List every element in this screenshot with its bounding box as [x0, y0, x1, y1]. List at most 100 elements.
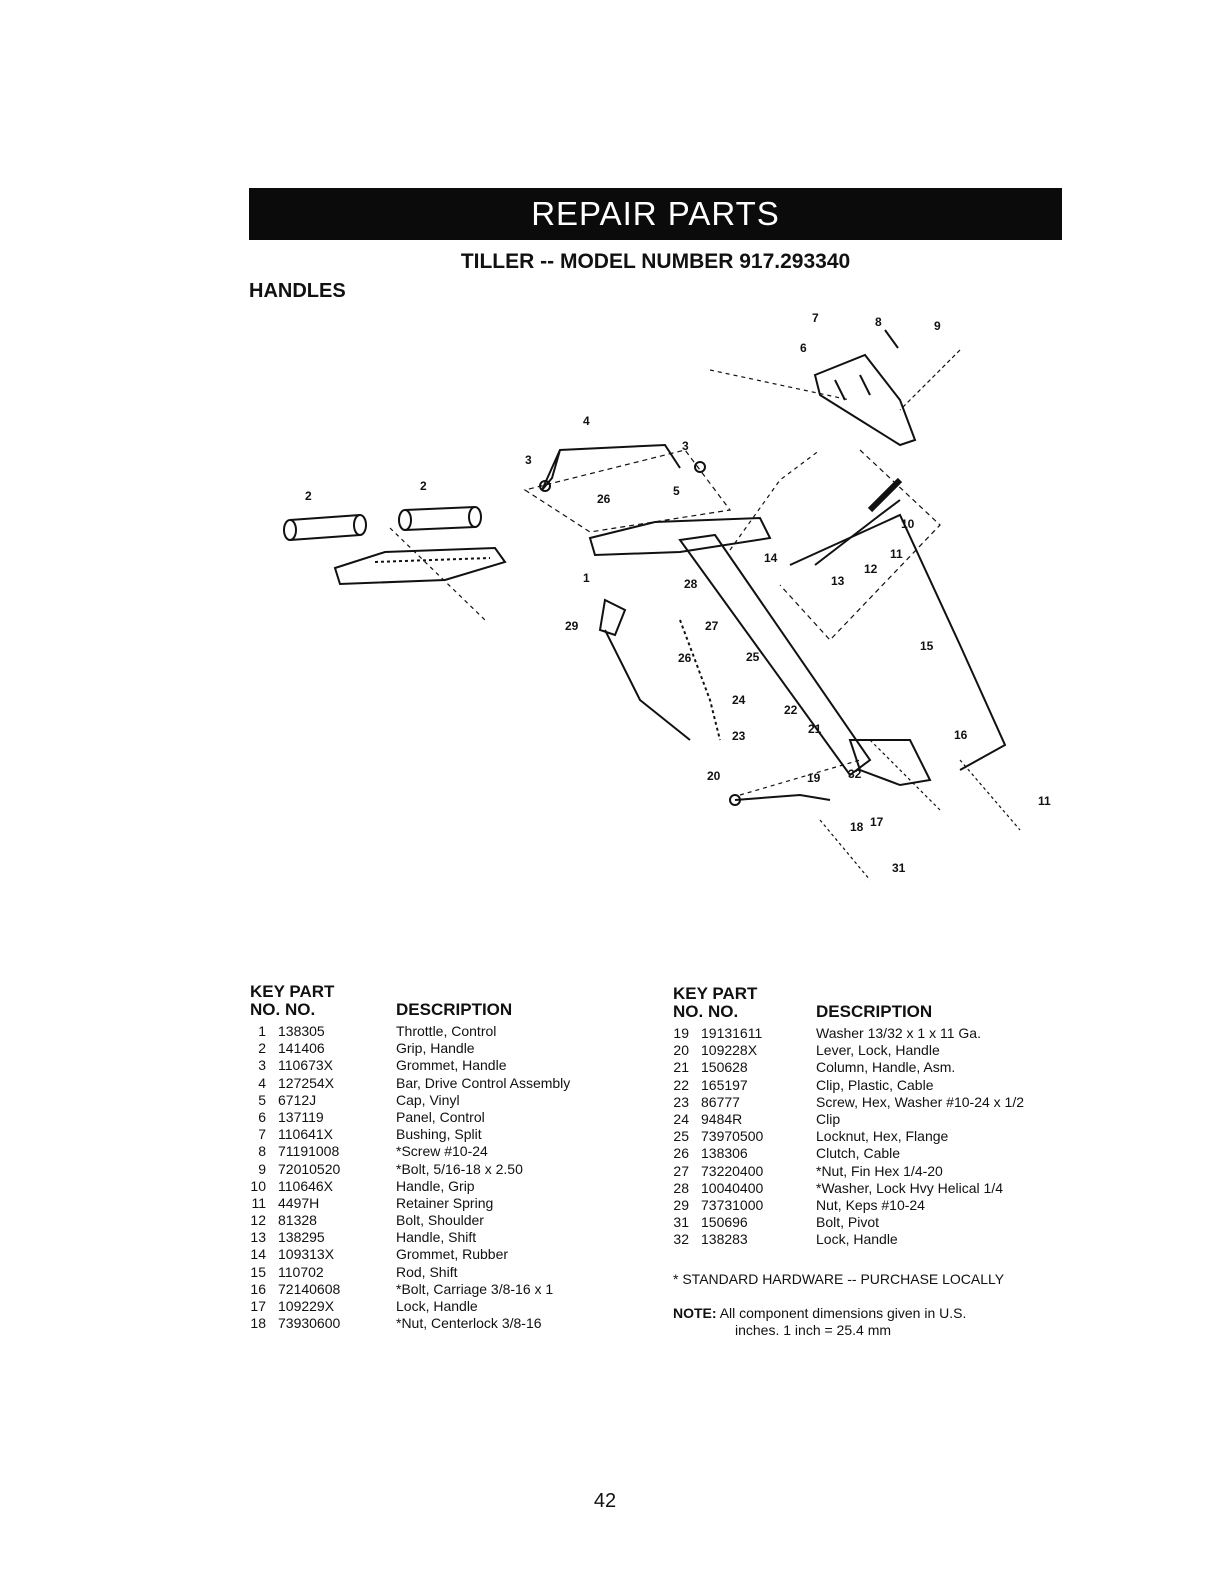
table-header-no: NO. NO.: [250, 1001, 650, 1019]
key-number: 1: [258, 1023, 266, 1039]
part-number: 110641X: [278, 1126, 334, 1143]
part-number: 141406: [278, 1040, 325, 1057]
part-description: Handle, Shift: [396, 1229, 477, 1246]
header-key: KEY: [673, 984, 708, 1003]
part-number: 138283: [701, 1231, 748, 1248]
header-no-1: NO.: [673, 1002, 704, 1021]
callout-7: 7: [812, 311, 819, 325]
table-header-no: NO. NO.: [673, 1003, 1093, 1021]
part-description: *Washer, Lock Hvy Helical 1/4: [816, 1179, 1003, 1196]
key-number: 5: [258, 1091, 266, 1108]
key-number: 4: [258, 1074, 266, 1091]
key-number: 23: [673, 1093, 689, 1110]
key-number: 31: [673, 1214, 689, 1231]
callout-4: 4: [583, 414, 590, 428]
header-no-2: NO.: [707, 1002, 739, 1021]
part-number: 73731000: [701, 1196, 764, 1213]
part-description: Lever, Lock, Handle: [816, 1042, 940, 1059]
header-description: DESCRIPTION: [816, 1002, 933, 1021]
part-description: Grommet, Handle: [396, 1057, 507, 1074]
note-line-1: All component dimensions given in U.S.: [719, 1305, 967, 1321]
key-number: 16: [250, 1280, 266, 1297]
key-number: 6: [258, 1108, 266, 1125]
part-number: 73970500: [701, 1128, 764, 1145]
key-number: 27: [673, 1162, 689, 1179]
part-description: Screw, Hex, Washer #10-24 x 1/2: [816, 1093, 1025, 1110]
key-number: 25: [673, 1128, 689, 1145]
header-part: PART: [712, 984, 758, 1003]
key-number: 8: [258, 1143, 266, 1160]
part-description: Grommet, Rubber: [396, 1246, 509, 1263]
part-number: 10040400: [701, 1179, 764, 1196]
table-header-key-part: KEY PART: [250, 983, 650, 1001]
handle-bar-right: [588, 516, 772, 557]
key-number: 19: [673, 1025, 689, 1041]
part-number: 127254X: [278, 1074, 335, 1091]
callout-32: 32: [848, 767, 862, 781]
part-number: 110646X: [278, 1177, 334, 1194]
key-number: 14: [250, 1246, 266, 1263]
table-row: 23 86777 Screw, Hex, Washer #10-24 x 1/2: [673, 1094, 1093, 1111]
handle-column: [678, 533, 872, 777]
part-number: 138306: [701, 1145, 748, 1162]
key-number: 17: [250, 1298, 266, 1314]
part-description: Handle, Grip: [396, 1177, 475, 1194]
part-description: *Nut, Fin Hex 1/4-20: [816, 1162, 943, 1179]
callout-11a: 11: [890, 547, 903, 561]
part-description: Rod, Shift: [396, 1263, 458, 1280]
callout-3b: 3: [682, 439, 689, 453]
part-number: 138295: [278, 1229, 325, 1246]
key-number: 13: [250, 1229, 266, 1246]
part-number: 137119: [278, 1108, 324, 1125]
part-number: 110673X: [278, 1057, 334, 1074]
part-number: 86777: [701, 1093, 740, 1110]
callout-26b: 26: [678, 651, 692, 665]
key-number: 11: [251, 1194, 266, 1211]
table-header-key-part: KEY PART: [673, 985, 1093, 1003]
note-label: NOTE:: [673, 1305, 717, 1321]
standard-hardware-footnote: * STANDARD HARDWARE -- PURCHASE LOCALLY: [673, 1271, 1005, 1287]
part-description: Nut, Keps #10-24: [816, 1196, 925, 1213]
part-description: *Screw #10-24: [396, 1143, 488, 1160]
part-number: 81328: [278, 1212, 317, 1229]
part-description: Bushing, Split: [396, 1126, 482, 1143]
part-description: Panel, Control: [396, 1108, 485, 1125]
part-number: 138305: [278, 1023, 325, 1039]
key-number: 29: [673, 1196, 689, 1213]
drive-control-bar: [541, 443, 681, 491]
callout-9: 9: [934, 319, 941, 333]
part-number: 165197: [701, 1076, 748, 1093]
part-number: 6712J: [278, 1091, 317, 1108]
callout-15: 15: [920, 639, 934, 653]
key-number: 20: [673, 1042, 689, 1059]
handles-exploded-diagram: 2 2 3 4 3 26 5 7 8 9 6 10 11 12 13 14 1 …: [283, 311, 1051, 881]
part-number: 150696: [701, 1214, 748, 1231]
callout-labels: 2 2 3 4 3 26 5 7 8 9 6 10 11 12 13 14 1 …: [305, 311, 1051, 875]
throttle-cable: [604, 629, 691, 741]
part-number: 110702: [278, 1263, 324, 1280]
callout-3a: 3: [525, 453, 532, 467]
part-description: Retainer Spring: [396, 1194, 494, 1211]
callout-17: 17: [870, 815, 884, 829]
part-number: 72140608: [278, 1280, 341, 1297]
callout-2b: 2: [420, 479, 427, 493]
grip-left: [283, 514, 367, 541]
part-description: Washer 13/32 x 1 x 11 Ga.: [816, 1025, 981, 1041]
callout-26a: 26: [597, 492, 611, 506]
table-row: 13 138295 Handle, Shift: [250, 1229, 650, 1246]
control-panel: [813, 353, 917, 447]
key-number: 24: [673, 1110, 689, 1127]
part-description: Bolt, Pivot: [816, 1214, 880, 1231]
